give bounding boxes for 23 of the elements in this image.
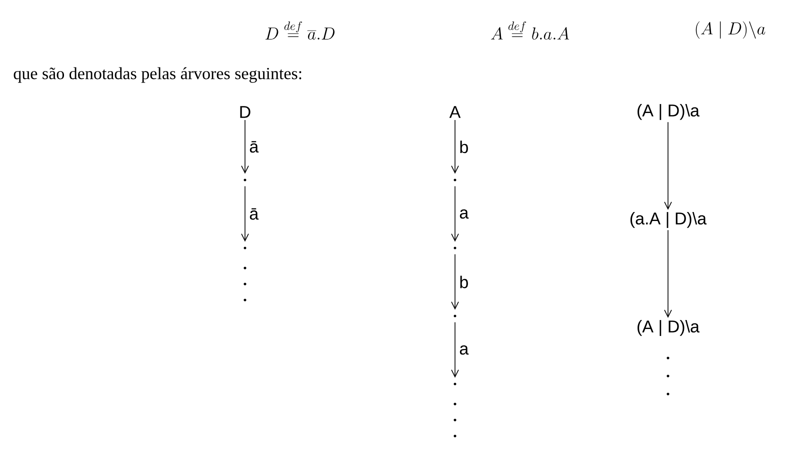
- formula: $D \stackrel{def}{=} \overline{a}.D$: [265, 21, 335, 40]
- state-label: D: [240, 106, 250, 118]
- arrow: [241, 120, 249, 174]
- edge-label: b: [460, 276, 468, 288]
- edge-label: a: [460, 345, 469, 355]
- arrow: [664, 122, 672, 210]
- state-label: (a.A | D)\a: [630, 212, 707, 228]
- state-label: (A | D)\a: [638, 320, 700, 336]
- arrow: [664, 230, 672, 318]
- formula: $(A \mid D)\backslash a$: [696, 21, 766, 39]
- arrow: [451, 120, 459, 174]
- edge-label: b: [460, 140, 468, 154]
- arrow: [451, 254, 459, 310]
- edge-label: a: [460, 209, 469, 219]
- arrow: [241, 186, 249, 242]
- state-label: (A | D)\a: [638, 104, 700, 120]
- edge-label: ā: [250, 141, 259, 153]
- formula: $A \stackrel{def}{=} b.a.A$: [491, 21, 570, 40]
- edge-label: ā: [250, 208, 259, 220]
- arrow: [451, 186, 459, 242]
- arrow: [451, 322, 459, 378]
- state-label: A: [449, 106, 461, 118]
- sentence: que são denotadas pelas árvores seguintes:: [14, 67, 302, 83]
